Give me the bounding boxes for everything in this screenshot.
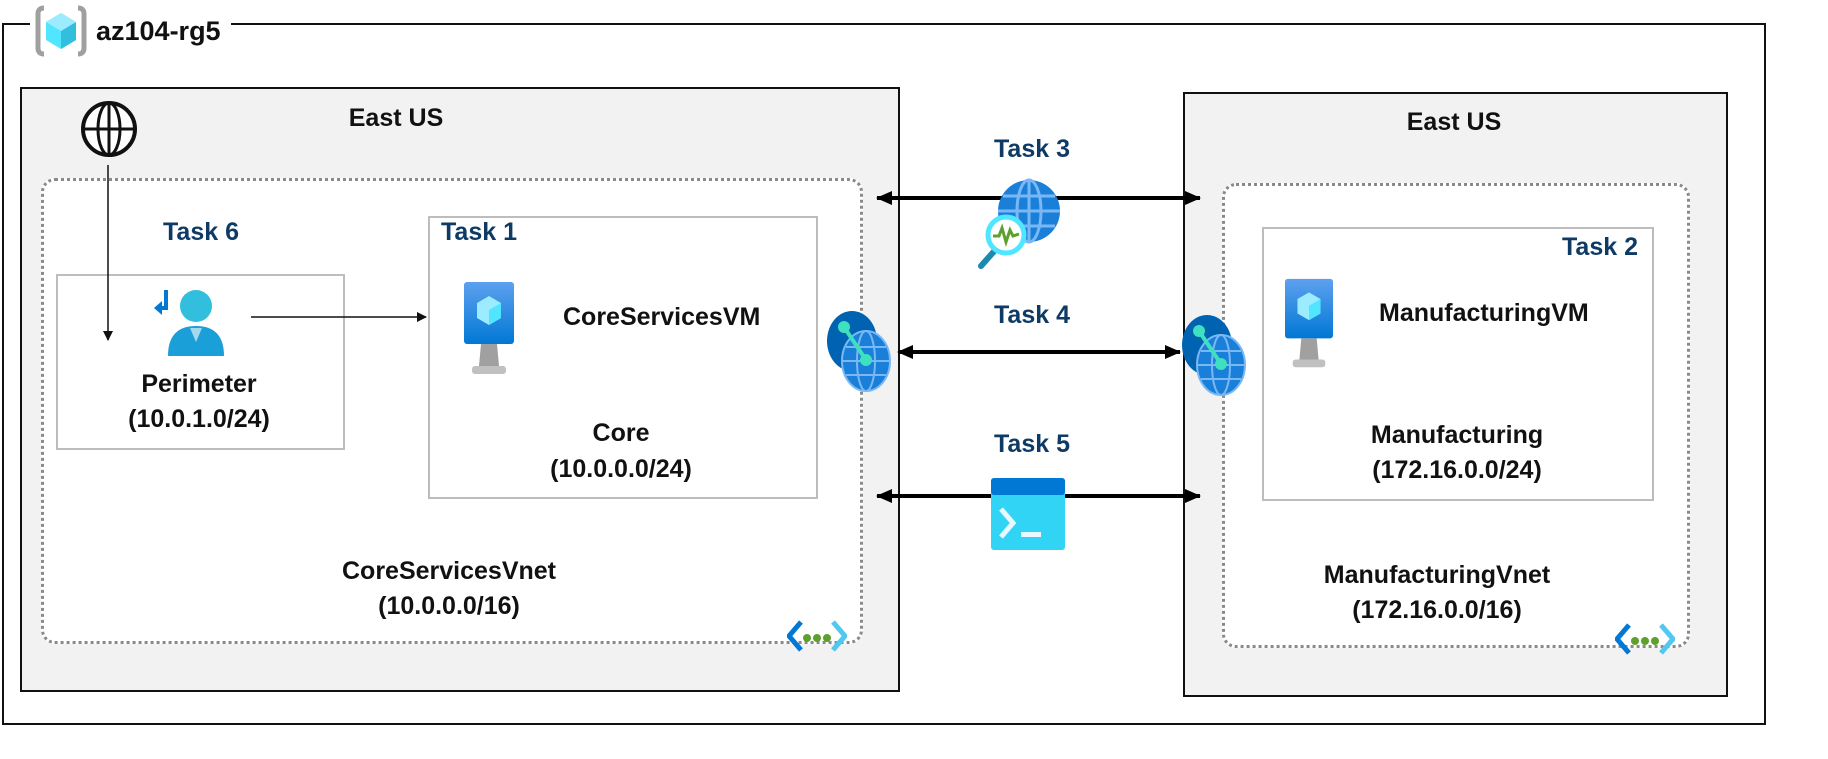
region-left-title: East US <box>348 104 444 132</box>
manufacturing-peering-icon <box>1182 315 1246 396</box>
core-vm-icon <box>464 282 514 374</box>
manufacturing-vnet-name: ManufacturingVnet <box>1323 561 1551 589</box>
core-subnet <box>428 216 818 499</box>
perimeter-subnet-cidr: (10.0.1.0/24) <box>128 405 270 433</box>
manufacturing-vm-icon <box>1285 278 1333 368</box>
perimeter-subnet-name: Perimeter <box>141 370 257 398</box>
network-watcher-icon <box>978 178 1060 269</box>
resource-group-icon <box>35 5 87 57</box>
resource-group-container <box>2 23 1766 725</box>
manufacturing-vnet-cidr: (172.16.0.0/16) <box>1352 596 1522 624</box>
core-peering-icon <box>827 311 891 392</box>
cloud-shell-icon <box>991 478 1065 550</box>
manufacturing-vm-name: ManufacturingVM <box>1379 299 1589 327</box>
core-vnet-icon <box>787 620 847 652</box>
manufacturing-vnet-icon <box>1615 623 1675 655</box>
manufacturing-subnet-name: Manufacturing <box>1370 421 1544 449</box>
manufacturing-subnet-cidr: (172.16.0.0/24) <box>1372 456 1542 484</box>
core-subnet-cidr: (10.0.0.0/24) <box>550 455 692 483</box>
task5-label: Task 5 <box>994 430 1070 458</box>
task3-label: Task 3 <box>994 135 1070 163</box>
resource-group-header: az104-rg5 <box>30 2 231 60</box>
task4-label: Task 4 <box>994 301 1070 329</box>
task1-label: Task 1 <box>441 218 517 246</box>
manufacturing-subnet <box>1262 227 1654 501</box>
core-subnet-name: Core <box>592 419 650 447</box>
route-table-user-icon <box>154 290 224 356</box>
core-vm-name: CoreServicesVM <box>563 303 761 331</box>
task6-label: Task 6 <box>163 218 239 246</box>
core-vnet-cidr: (10.0.0.0/16) <box>378 592 520 620</box>
task2-label: Task 2 <box>1562 233 1638 261</box>
globe-icon <box>81 101 137 157</box>
region-right-title: East US <box>1406 108 1502 136</box>
core-vnet-name: CoreServicesVnet <box>341 557 557 585</box>
resource-group-name: az104-rg5 <box>96 15 221 46</box>
